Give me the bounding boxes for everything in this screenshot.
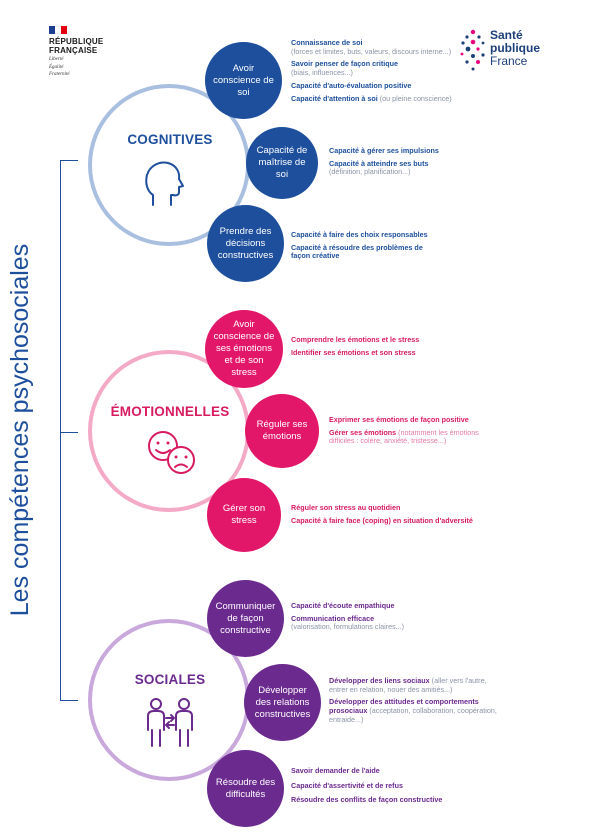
skill-bubble-relations: Développer des relations constructives bbox=[244, 664, 321, 741]
skill-bubble-maitrise-de-soi: Capacité de maîtrise de soi bbox=[246, 127, 318, 199]
skill-bubble-gerer-stress: Gérer son stress bbox=[207, 478, 281, 552]
skill-bubble-conscience-de-soi: Avoir conscience de soi bbox=[205, 42, 282, 119]
republique-line2: FRANÇAISE bbox=[49, 46, 98, 55]
sante-line3: France bbox=[490, 54, 528, 68]
skill-bubble-communiquer: Communiquer de façon constructive bbox=[207, 580, 284, 657]
people-exchange-icon bbox=[147, 698, 193, 747]
group-label-sociales: SOCIALES bbox=[134, 672, 206, 687]
skill-items-conscience-emotions: Comprendre les émotions et le stress Ide… bbox=[291, 335, 420, 357]
main-title: Les compétences psychosociales bbox=[6, 243, 34, 617]
skill-items-maitrise-de-soi: Capacité à gérer ses impulsions Capacité… bbox=[329, 146, 439, 177]
french-flag-icon bbox=[49, 26, 67, 34]
republique-francaise-logo: RÉPUBLIQUE FRANÇAISE Liberté Égalité Fra… bbox=[49, 26, 103, 78]
skill-bubble-conscience-emotions: Avoir conscience de ses émotions et de s… bbox=[205, 310, 283, 388]
skill-bubble-decisions-constructives: Prendre des décisions constructives bbox=[207, 205, 284, 282]
motto-liberte: Liberté bbox=[49, 57, 64, 62]
skill-items-communiquer: Capacité d'écoute empathique Communicati… bbox=[291, 601, 405, 632]
skill-items-resoudre: Savoir demander de l'aide Capacité d'ass… bbox=[291, 766, 443, 805]
bracket-tick-emotionnelles bbox=[60, 432, 78, 433]
skill-items-relations: Développer des liens sociaux (aller vers… bbox=[329, 676, 497, 724]
title-bracket bbox=[60, 160, 61, 700]
skill-items-decisions: Capacité à faire des choix responsables … bbox=[291, 230, 428, 261]
group-label-cognitives: COGNITIVES bbox=[127, 132, 213, 147]
sante-line1: Santé bbox=[490, 28, 523, 42]
skill-bubble-reguler-emotions: Réguler ses émotions bbox=[245, 394, 319, 468]
head-profile-icon bbox=[145, 161, 184, 206]
bracket-tick-cognitives bbox=[60, 160, 78, 161]
motto-egalite: Égalité bbox=[49, 64, 64, 70]
skill-bubble-resoudre: Résoudre des difficultés bbox=[207, 750, 284, 827]
group-label-emotionnelles: ÉMOTIONNELLES bbox=[110, 404, 230, 419]
motto-fraternite: Fraternité bbox=[49, 72, 70, 77]
dots-logo-icon bbox=[460, 29, 485, 71]
sante-line2: publique bbox=[490, 41, 540, 55]
skill-items-conscience-de-soi: Connaissance de soi(forces et limites, b… bbox=[291, 38, 452, 103]
bracket-tick-sociales bbox=[60, 700, 78, 701]
republique-line1: RÉPUBLIQUE bbox=[49, 37, 104, 46]
faces-emotions-icon bbox=[148, 431, 195, 474]
skill-items-reguler-emotions: Exprimer ses émotions de façon positive … bbox=[329, 415, 479, 446]
skill-items-gerer-stress: Réguler son stress au quotidien Capacité… bbox=[291, 503, 473, 525]
